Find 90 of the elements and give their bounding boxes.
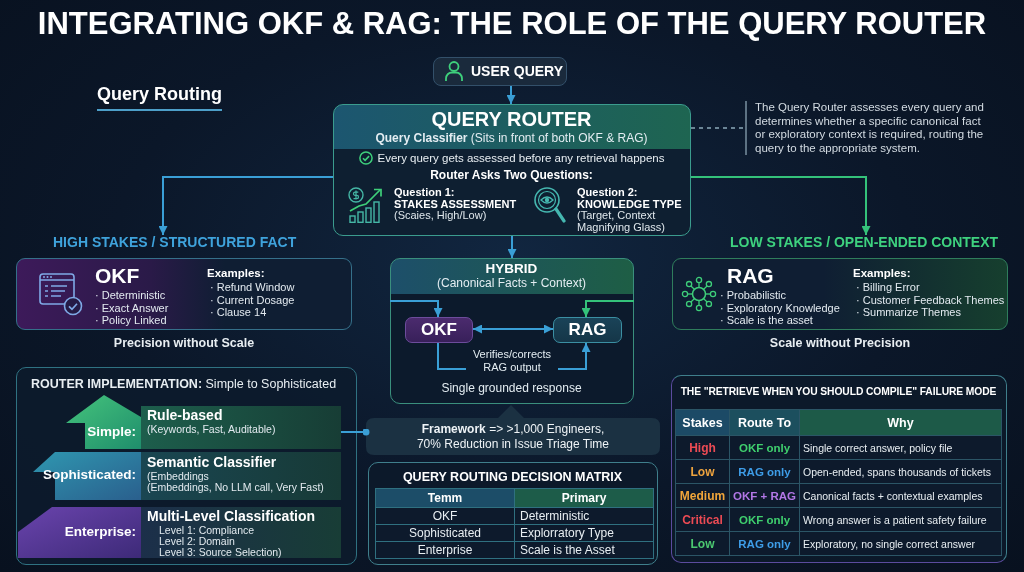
- table-cell: Single correct answer, policy file: [799, 435, 1002, 460]
- tier-description: (Keywords, Fast, Auditable): [147, 424, 276, 435]
- panel-title: QUERY ROUTER: [431, 108, 592, 131]
- panel-subtitle: (Canonical Facts + Context): [436, 276, 587, 291]
- table-header-cell: Temm: [375, 488, 515, 508]
- examples-heading: Examples:: [207, 267, 265, 280]
- question-title: STAKES ASSESSMENT: [394, 198, 517, 210]
- table-header-cell: Route To: [729, 409, 800, 436]
- process-box: RAG: [553, 317, 622, 343]
- tier-title: Semantic Classifier: [147, 454, 277, 470]
- panel-heading: ROUTER IMPLEMENTATION: Simple to Sophisticated: [31, 377, 337, 392]
- table-cell: Low: [675, 531, 730, 556]
- bullet-item: · Deterministic: [95, 289, 166, 302]
- table-cell: Wrong answer is a patient safety failure: [799, 507, 1002, 532]
- tier-label: Sophisticated:: [43, 467, 136, 483]
- subheading: Router Asks Two Questions:: [430, 168, 593, 182]
- callout-bubble: [366, 405, 660, 455]
- table-cell: Exploratory, no single correct answer: [799, 531, 1002, 556]
- tier-description: Level 1: Compliance: [159, 525, 255, 536]
- table-cell: Critical: [675, 507, 730, 532]
- edge-label: Verifies/corrects RAG output: [466, 348, 558, 374]
- bullet-item: · Exact Answer: [95, 301, 169, 314]
- tier-step: [33, 452, 341, 500]
- table-cell: Canonical facts + contextual examples: [799, 483, 1002, 508]
- branch-heading: LOW STAKES / OPEN-ENDED CONTEXT: [730, 235, 999, 250]
- node-label: USER QUERY: [471, 63, 564, 80]
- tier-label: Simple:: [87, 424, 136, 440]
- bullet-item: · Summarize Themes: [856, 306, 961, 319]
- implementation-panel: [16, 367, 357, 565]
- tier-title: Rule-based: [147, 407, 223, 423]
- table-cell: Low: [675, 459, 730, 484]
- bullet-item: · Probabilistic: [720, 289, 787, 302]
- card-caption: Scale without Precision: [769, 336, 911, 350]
- tier-label: Enterprise:: [64, 524, 136, 540]
- question-title: Question 1:: [394, 187, 455, 199]
- table-cell: High: [675, 435, 730, 460]
- arrow: [506, 85, 516, 105]
- examples-heading: Examples:: [853, 267, 911, 280]
- panel-heading: QUERY ROUTING DECISION MATRIX: [402, 470, 623, 484]
- card-title: OKF: [95, 264, 140, 288]
- bullet-item: · Customer Feedback Themes: [856, 293, 1005, 306]
- tier-step: [18, 505, 341, 558]
- card-caption: Precision without Scale: [113, 336, 255, 350]
- table-header-cell: Primary: [514, 488, 654, 508]
- arrow: [158, 176, 334, 236]
- panel-footer: Single grounded response: [441, 381, 582, 395]
- arrow: [690, 176, 871, 236]
- tier-description: (Embeddings: [147, 471, 209, 482]
- start-box: [433, 57, 567, 86]
- note-text: The Query Router assesses every query and determines whether a specific canonical fact or exploratory context is required, routing the query to the appropriate system.: [745, 101, 989, 155]
- card-title: RAG: [727, 264, 774, 288]
- matrix-panel: [368, 462, 658, 565]
- table-cell: Medium: [675, 483, 730, 508]
- section-heading: Query Routing: [97, 83, 222, 111]
- table-header-cell: Stakes: [675, 409, 730, 436]
- arrow: [389, 300, 443, 318]
- arrow: [507, 235, 517, 259]
- connector-line: [340, 428, 370, 436]
- bullet-item: · Current Dosage: [210, 293, 295, 306]
- hybrid-panel: [390, 258, 634, 404]
- arrow: [581, 300, 635, 318]
- tier-description: Level 3: Source Selection): [159, 547, 282, 558]
- bullet-item: · Billing Error: [856, 281, 920, 294]
- tier-title: Multi-Level Classification: [147, 508, 316, 524]
- process-box: OKF: [405, 317, 473, 343]
- panel-subtitle: Query Classifier (Sits in front of both OKF & RAG): [375, 131, 648, 145]
- bullet-item: · Exploratory Knowledge: [720, 301, 840, 314]
- question-detail: (Target, Context Magnifying Glass): [577, 210, 667, 233]
- failure-panel: [671, 375, 1007, 563]
- statement-text: Every query gets assessed before any retrieval happens: [377, 151, 665, 165]
- dashed-connector: [690, 127, 746, 129]
- branch-heading: HIGH STAKES / STRUCTURED FACT: [53, 235, 297, 250]
- question-title: Question 2:: [577, 187, 638, 199]
- question-detail: (Scaies, High/Low): [394, 210, 487, 222]
- bullet-item: · Clause 14: [210, 306, 267, 319]
- bullet-item: · Refund Window: [210, 281, 295, 294]
- panel-title: HYBRID: [485, 261, 538, 277]
- arrow: [472, 324, 554, 334]
- callout-text: Framework => >1,000 Engineers, 70% Reduction in Issue Triage Time: [415, 422, 611, 452]
- question-title: KNOWLEDGE TYPE: [577, 198, 682, 210]
- panel-heading: THE "RETRIEVE WHEN YOU SHOULD COMPILE" FAILURE MODE: [680, 385, 997, 399]
- arrow: [437, 342, 591, 370]
- router-panel: [333, 104, 691, 236]
- table-cell: Open-ended, spans thousands of tickets: [799, 459, 1002, 484]
- bullet-item: · Policy Linked: [95, 314, 167, 327]
- tier-description: Level 2: Domain: [159, 536, 235, 547]
- table-header-cell: Why: [799, 409, 1002, 436]
- title-heading: INTEGRATING OKF & RAG: THE ROLE OF THE QUERY ROUTER: [37, 6, 987, 42]
- bullet-item: · Scale is the asset: [720, 314, 813, 327]
- tier-description: (Embeddings, No LLM call, Very Fast): [147, 482, 324, 493]
